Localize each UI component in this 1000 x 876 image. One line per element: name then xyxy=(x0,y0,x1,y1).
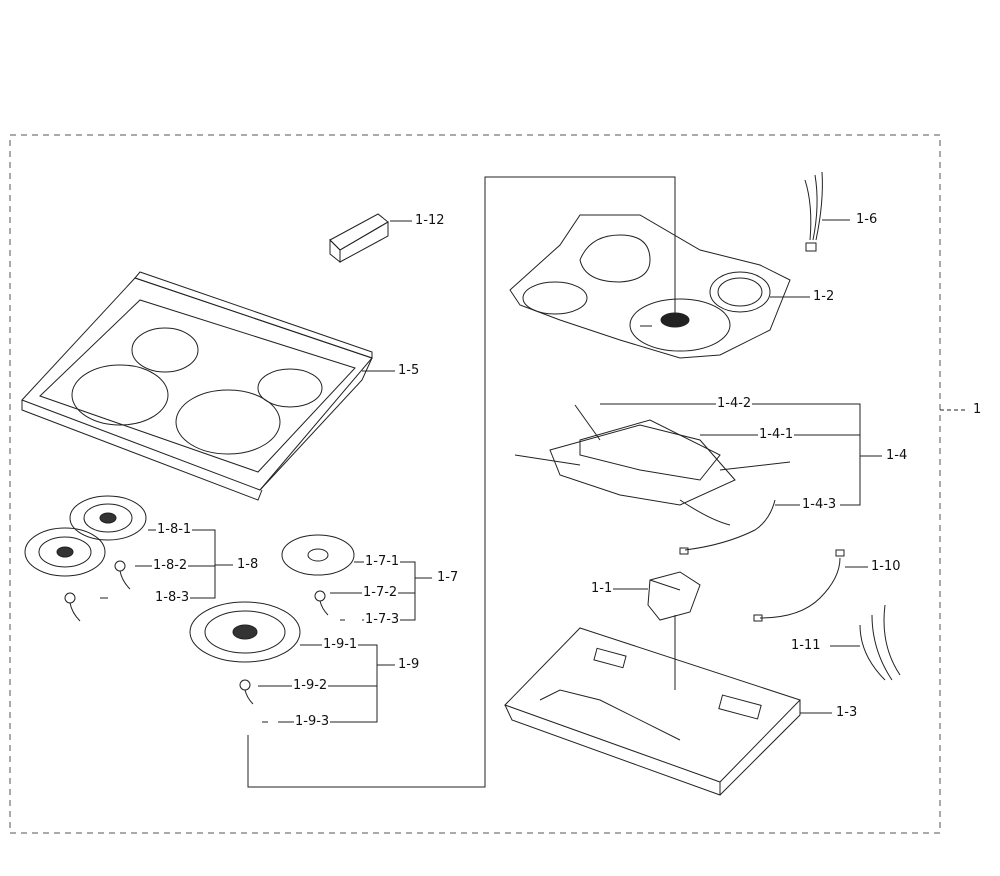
callout-1-9-1: 1-9-1 xyxy=(322,637,359,652)
callout-1-9: 1-9 xyxy=(397,657,421,672)
callout-assembly-1: 1 xyxy=(972,402,983,417)
radiant-element-1-7 xyxy=(281,534,355,621)
radiant-element-1-9 xyxy=(189,601,301,723)
callout-1-11: 1-11 xyxy=(790,638,822,653)
wire-harness-1-6 xyxy=(804,171,823,252)
radiant-element-set-1-8 xyxy=(24,495,147,622)
callout-1-12: 1-12 xyxy=(414,213,446,228)
callout-1-7: 1-7 xyxy=(436,570,460,585)
base-pan-part xyxy=(504,627,801,796)
induction-coil-tray-part xyxy=(509,214,791,359)
callout-1-7-1: 1-7-1 xyxy=(364,554,401,569)
callout-1-10: 1-10 xyxy=(870,559,902,574)
assembly-boundary xyxy=(9,134,941,834)
callout-1-3: 1-3 xyxy=(835,705,859,720)
callout-1-9-2: 1-9-2 xyxy=(292,678,329,693)
module-box-1-1 xyxy=(647,571,701,621)
wire-harness-1-11 xyxy=(859,604,901,681)
callout-1-1: 1-1 xyxy=(590,581,614,596)
cooktop-glass-part xyxy=(21,271,373,501)
control-board-assembly-1-4 xyxy=(514,404,791,555)
callout-1-4-3: 1-4-3 xyxy=(801,497,838,512)
callout-1-2: 1-2 xyxy=(812,289,836,304)
callout-1-8-1: 1-8-1 xyxy=(156,522,193,537)
subassembly-bracket xyxy=(247,176,676,788)
wire-1-10 xyxy=(753,549,845,622)
callout-1-9-3: 1-9-3 xyxy=(294,714,331,729)
callout-1-5: 1-5 xyxy=(397,363,421,378)
callout-1-8-3: 1-8-3 xyxy=(154,590,191,605)
callout-1-6: 1-6 xyxy=(855,212,879,227)
callout-1-4-1: 1-4-1 xyxy=(758,427,795,442)
callout-1-8-2: 1-8-2 xyxy=(152,558,189,573)
callout-1-4: 1-4 xyxy=(885,448,909,463)
callout-1-8: 1-8 xyxy=(236,557,260,572)
callout-1-7-3: 1-7-3 xyxy=(364,612,401,627)
trim-strip-part xyxy=(329,213,389,264)
callout-1-7-2: 1-7-2 xyxy=(362,585,399,600)
callout-1-4-2: 1-4-2 xyxy=(716,396,753,411)
